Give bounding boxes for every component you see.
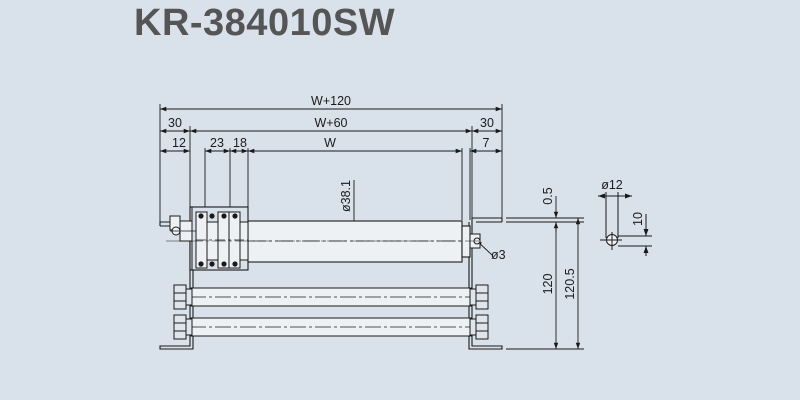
roller [247,220,471,263]
lower-rails [189,287,473,337]
label-23: 23 [210,136,224,150]
dimension-labels: W+120 30 W+60 30 12 23 18 W 7 ø38.1 ø3 0… [168,94,577,300]
shaft-fasteners [166,215,481,249]
roller-body [247,220,463,263]
rail-bolts [173,284,489,340]
label-left-30: 30 [168,116,182,130]
label-height-120: 120 [541,274,555,295]
extension-lines [159,104,584,350]
label-12: 12 [172,136,186,150]
label-hole-dia: ø12 [601,178,623,192]
label-7: 7 [483,136,490,150]
page-title: KR-384010SW [134,2,396,44]
label-roller-dia: ø38.1 [339,180,353,212]
label-18: 18 [233,136,247,150]
label-right-30: 30 [480,116,494,130]
label-w: W [324,136,336,150]
hole-labels: ø12 10 [601,178,645,226]
hole-detail [598,192,652,256]
label-overall-width: W+120 [311,94,351,108]
clutch-assembly [191,206,249,271]
label-shaft-dia: ø3 [491,248,506,262]
label-top-gap: 0.5 [541,187,555,204]
label-height-1205: 120.5 [563,268,577,299]
label-inner-width: W+60 [314,116,347,130]
roller-end-cap [461,225,471,258]
label-hole-height: 10 [631,212,645,226]
